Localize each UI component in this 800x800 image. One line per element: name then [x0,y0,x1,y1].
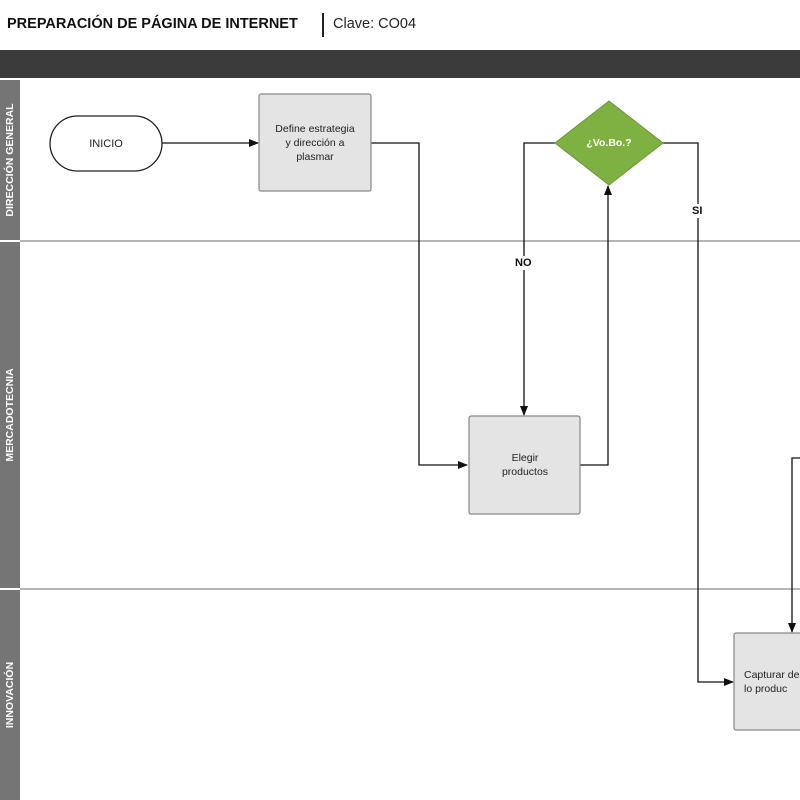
top-bar [0,50,800,78]
document-code: Clave: CO04 [333,16,417,32]
decision-label: ¿Vo.Bo.? [586,137,632,149]
diagram-header: PREPARACIÓN DE PÁGINA DE INTERNET Clave:… [0,0,800,50]
edge-decision-si-to-capturar [663,142,734,686]
lane-label-mercadotecnia: MERCADOTECNIA [0,242,20,588]
edge-decision-no-to-elegir [520,142,555,416]
process-elegir-productos [468,415,581,515]
process-capturar [733,632,800,731]
edge-define-to-elegir [371,142,468,469]
diagram-title: PREPARACIÓN DE PÁGINA DE INTERNET [7,16,298,32]
edge-label-si: SI [690,204,705,218]
start-label: INICIO [89,137,123,150]
lane-label-direccion-general: DIRECCIÓN GENERAL [0,80,20,240]
start-terminator [49,115,163,172]
title-separator [322,13,324,37]
edge-elegir-to-decision [580,185,612,466]
edge-offscreen-to-capturar [788,457,800,633]
elegir-productos-label: Elegir productos [501,452,549,478]
decision-vobo [554,100,664,186]
lane-label-innovacion: INNOVACIÓN [0,590,20,800]
process-define-strategy [258,93,372,192]
define-strategy-label: Define estrategia y dirección a plasmar [275,122,355,163]
capturar-label: Capturar de lo produc [744,668,800,695]
edge-label-no: NO [513,256,534,270]
